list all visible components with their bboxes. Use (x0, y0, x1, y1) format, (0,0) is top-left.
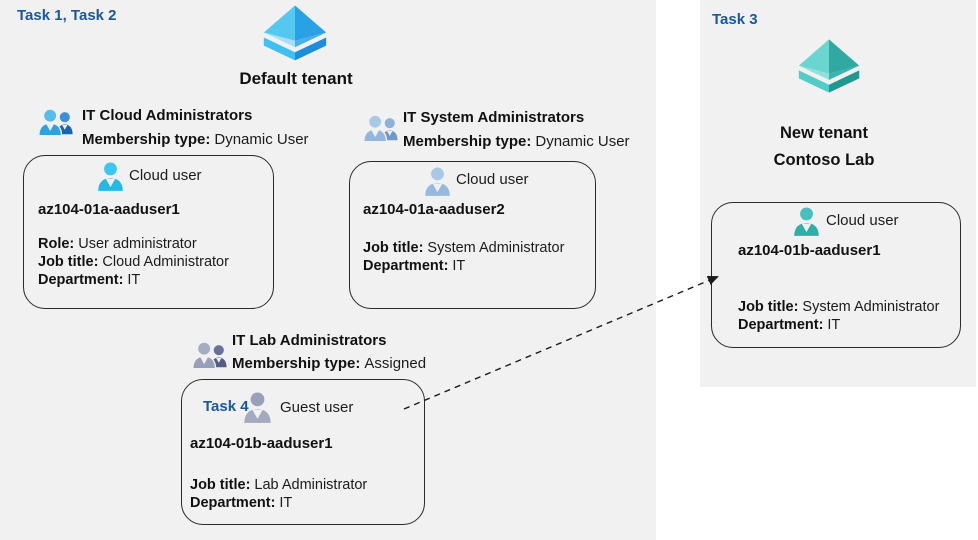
field-value: Cloud Administrator (102, 254, 229, 270)
membership-label: Membership type: (403, 133, 532, 150)
user-name: az104-01a-aaduser1 (38, 201, 180, 218)
group-membership: Membership type:Dynamic User (403, 133, 630, 150)
field-label: Role: (38, 236, 75, 252)
field-row: Department:IT (363, 258, 465, 274)
field-value: IT (827, 317, 841, 333)
field-row: Job title:System Administrator (363, 240, 564, 256)
field-value: IT (279, 495, 293, 511)
field-value: IT (452, 258, 466, 274)
default-tenant-icon (258, 3, 332, 67)
default-tenant-panel (0, 0, 656, 540)
membership-value: Assigned (364, 355, 427, 372)
field-label: Department: (38, 272, 124, 288)
new-tenant-title-line1: New tenant (779, 124, 868, 142)
field-label: Department: (738, 317, 824, 333)
user-name: az104-01b-aaduser1 (190, 435, 333, 452)
task-3-label: Task 3 (712, 11, 758, 28)
group-membership: Membership type:Assigned (232, 355, 426, 372)
group-icon (192, 340, 229, 373)
field-label: Department: (363, 258, 449, 274)
group-icon (363, 113, 400, 146)
default-tenant-title: Default tenant (239, 69, 353, 88)
field-label: Job title: (38, 254, 99, 270)
group-icon (38, 107, 75, 140)
cloud-user-icon (793, 206, 820, 237)
field-row: Department:IT (38, 272, 140, 288)
task-1-2-label: Task 1, Task 2 (17, 7, 117, 24)
field-label: Job title: (190, 477, 251, 493)
field-row: Job title:Cloud Administrator (38, 254, 229, 270)
cloud-user-icon (97, 161, 124, 192)
field-row: Role:User administrator (38, 236, 197, 252)
group-title: IT Cloud Administrators (82, 107, 253, 124)
user-type-label: Guest user (280, 399, 354, 416)
user-card-az104-01a-aaduser1 (23, 155, 274, 309)
user-name: az104-01a-aaduser2 (363, 201, 505, 218)
user-card-guest-az104-01b-aaduser1 (181, 379, 425, 525)
field-row: Job title:System Administrator (738, 299, 939, 315)
cloud-user-icon (424, 166, 451, 197)
group-title: IT System Administrators (403, 109, 585, 126)
field-label: Department: (190, 495, 276, 511)
field-row: Job title:Lab Administrator (190, 477, 367, 493)
group-title: IT Lab Administrators (232, 332, 387, 349)
membership-label: Membership type: (82, 131, 211, 148)
field-label: Job title: (363, 240, 424, 256)
user-type-label: Cloud user (129, 167, 202, 184)
user-card-new-tenant-az104-01b-aaduser1 (711, 202, 961, 348)
field-value: System Administrator (802, 299, 940, 315)
membership-value: Dynamic User (214, 131, 309, 148)
guest-user-icon (243, 391, 272, 424)
user-name: az104-01b-aaduser1 (738, 242, 881, 259)
field-row: Department:IT (738, 317, 840, 333)
field-value: IT (127, 272, 141, 288)
new-tenant-icon (793, 37, 865, 99)
new-tenant-title-line2: Contoso Lab (773, 151, 875, 169)
field-row: Department:IT (190, 495, 292, 511)
user-type-label: Cloud user (456, 171, 529, 188)
task-4-label: Task 4 (203, 398, 249, 415)
field-value: User administrator (78, 236, 197, 252)
group-membership: Membership type:Dynamic User (82, 131, 309, 148)
field-value: Lab Administrator (254, 477, 368, 493)
membership-value: Dynamic User (535, 133, 630, 150)
user-type-label: Cloud user (826, 212, 899, 229)
field-label: Job title: (738, 299, 799, 315)
field-value: System Administrator (427, 240, 565, 256)
membership-label: Membership type: (232, 355, 361, 372)
